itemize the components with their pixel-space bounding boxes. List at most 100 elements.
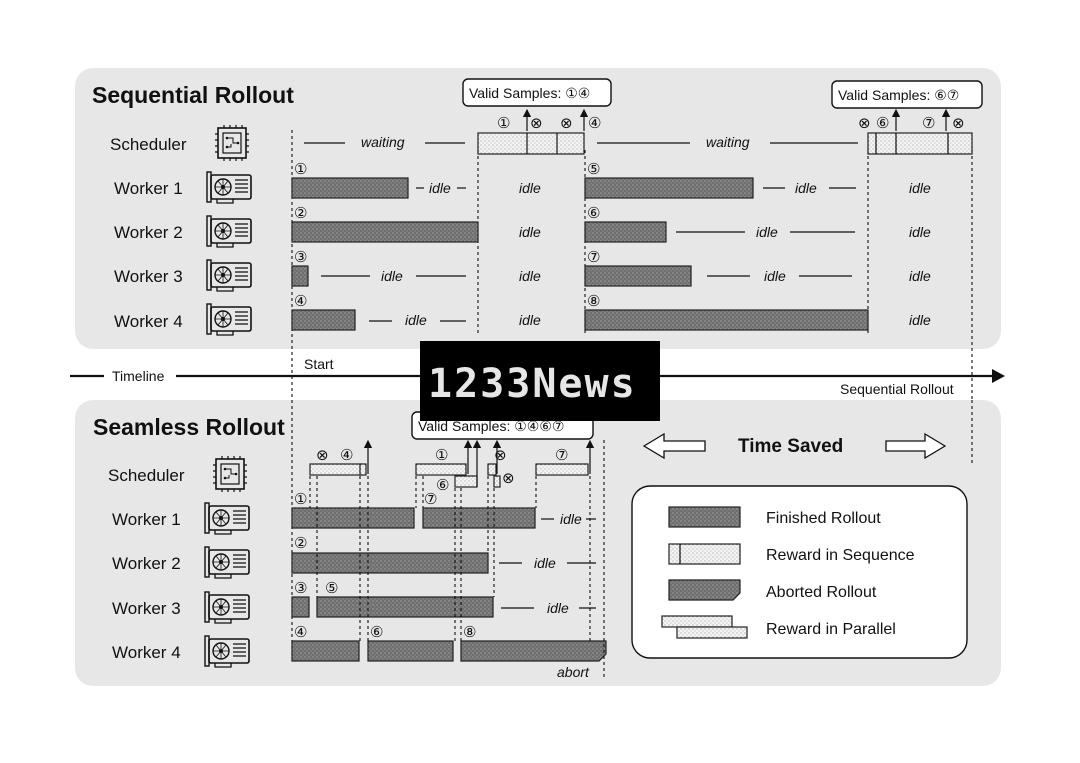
sml-worker2-label: Worker 2 (112, 554, 181, 573)
timeline-label-bg (104, 366, 176, 386)
sample-marker: ⑤ (325, 579, 338, 597)
rejected-marker: ⊗ (502, 469, 515, 487)
finished-rollout-bar (291, 552, 489, 574)
reward-parallel-block (454, 475, 478, 488)
idle-label: idle (381, 268, 403, 284)
idle-label: idle (909, 312, 931, 328)
timeline-label: Timeline (112, 368, 165, 384)
seq-worker1-label: Worker 1 (114, 179, 183, 198)
sample-marker: ⑥ (587, 204, 600, 222)
seq-worker4-label: Worker 4 (114, 312, 183, 331)
sample-marker: ④ (340, 446, 353, 464)
sml-worker1-label: Worker 1 (112, 510, 181, 529)
finished-rollout-bar (291, 265, 309, 287)
sample-marker: ⑧ (463, 623, 476, 641)
sample-marker: ⑧ (587, 292, 600, 310)
legend-reward-seq-label: Reward in Sequence (766, 547, 915, 564)
legend-aborted-swatch (668, 579, 741, 601)
sml-worker3-label: Worker 3 (112, 599, 181, 618)
finished-rollout-bar (291, 221, 479, 243)
reward-parallel-block (309, 463, 363, 476)
finished-rollout-bar (291, 596, 310, 618)
watermark-box (420, 341, 660, 421)
sample-marker: ① (497, 114, 510, 132)
legend-reward-seq-swatch (668, 543, 741, 565)
sequential-title: Sequential Rollout (92, 82, 294, 108)
sample-marker: ⑦ (587, 248, 600, 266)
sequential-end-label: Sequential Rollout (840, 381, 954, 397)
left-arrow-icon (642, 432, 706, 460)
sml-worker4-label: Worker 4 (112, 643, 181, 662)
reward-sequence-block (477, 132, 585, 155)
idle-label: idle (519, 312, 541, 328)
sample-marker: ② (294, 534, 307, 552)
sample-marker: ③ (294, 579, 307, 597)
rejected-marker: ⊗ (530, 114, 543, 132)
legend-reward-par-swatch (661, 615, 733, 628)
idle-label: idle (909, 180, 931, 196)
rejected-marker: ⊗ (316, 446, 329, 464)
finished-rollout-bar (584, 221, 667, 243)
idle-label: idle (405, 312, 427, 328)
seq-worker3-label: Worker 3 (114, 267, 183, 286)
time-saved-label: Time Saved (738, 436, 843, 457)
valid-samples-label: Valid Samples: ①④ (469, 85, 590, 101)
idle-label: idle (547, 600, 569, 616)
right-arrow-icon (885, 432, 947, 460)
rejected-marker: ⊗ (952, 114, 965, 132)
idle-label: idle (560, 511, 582, 527)
rejected-marker: ⊗ (858, 114, 871, 132)
finished-rollout-bar (584, 309, 869, 331)
sample-marker: ⑦ (922, 114, 935, 132)
finished-rollout-bar (291, 177, 409, 199)
seamless-title: Seamless Rollout (93, 414, 285, 440)
finished-rollout-bar (584, 265, 692, 287)
finished-rollout-bar (291, 507, 415, 529)
idle-label: idle (909, 268, 931, 284)
reward-parallel-block (359, 463, 367, 476)
valid-samples-box (831, 80, 983, 109)
seq-worker2-label: Worker 2 (114, 223, 183, 242)
rejected-marker: ⊗ (560, 114, 573, 132)
idle-label: idle (795, 180, 817, 196)
legend-finished-label: Finished Rollout (766, 510, 881, 527)
legend-box (631, 485, 968, 659)
abort-label: abort (557, 664, 590, 680)
finished-rollout-bar (291, 640, 360, 662)
sample-marker: ① (435, 446, 448, 464)
sample-marker: ④ (294, 623, 307, 641)
finished-rollout-bar (367, 640, 454, 662)
timeline-arrowhead (992, 369, 1005, 383)
reward-parallel-block (415, 463, 467, 476)
valid-samples-label: Valid Samples: ①④⑥⑦ (418, 418, 564, 434)
start-label: Start (304, 356, 334, 372)
idle-label: idle (909, 224, 931, 240)
seq-scheduler-label: Scheduler (110, 135, 187, 154)
finished-rollout-bar (584, 177, 754, 199)
sample-marker: ④ (294, 292, 307, 310)
sample-marker: ⑤ (587, 160, 600, 178)
legend-reward-par-swatch (676, 626, 748, 639)
waiting-label: waiting (361, 134, 405, 150)
idle-label: idle (756, 224, 778, 240)
legend-aborted-label: Aborted Rollout (766, 584, 877, 601)
reward-sequence-block (867, 132, 973, 155)
sample-marker: ⑥ (370, 623, 383, 641)
aborted-rollout-bar (460, 640, 607, 662)
sml-scheduler-label: Scheduler (108, 466, 185, 485)
sample-marker: ① (294, 490, 307, 508)
sample-marker: ⑥ (436, 476, 449, 494)
idle-label: idle (764, 268, 786, 284)
sample-marker: ⑦ (555, 446, 568, 464)
sample-marker: ⑦ (424, 490, 437, 508)
sample-marker: ③ (294, 248, 307, 266)
reward-parallel-block (535, 463, 589, 476)
reward-parallel-block (493, 475, 501, 488)
sample-marker: ① (294, 160, 307, 178)
sample-marker: ⑥ (876, 114, 889, 132)
valid-samples-label: Valid Samples: ⑥⑦ (838, 87, 959, 103)
rejected-marker: ⊗ (494, 446, 507, 464)
idle-label: idle (519, 180, 541, 196)
finished-rollout-bar (422, 507, 536, 529)
